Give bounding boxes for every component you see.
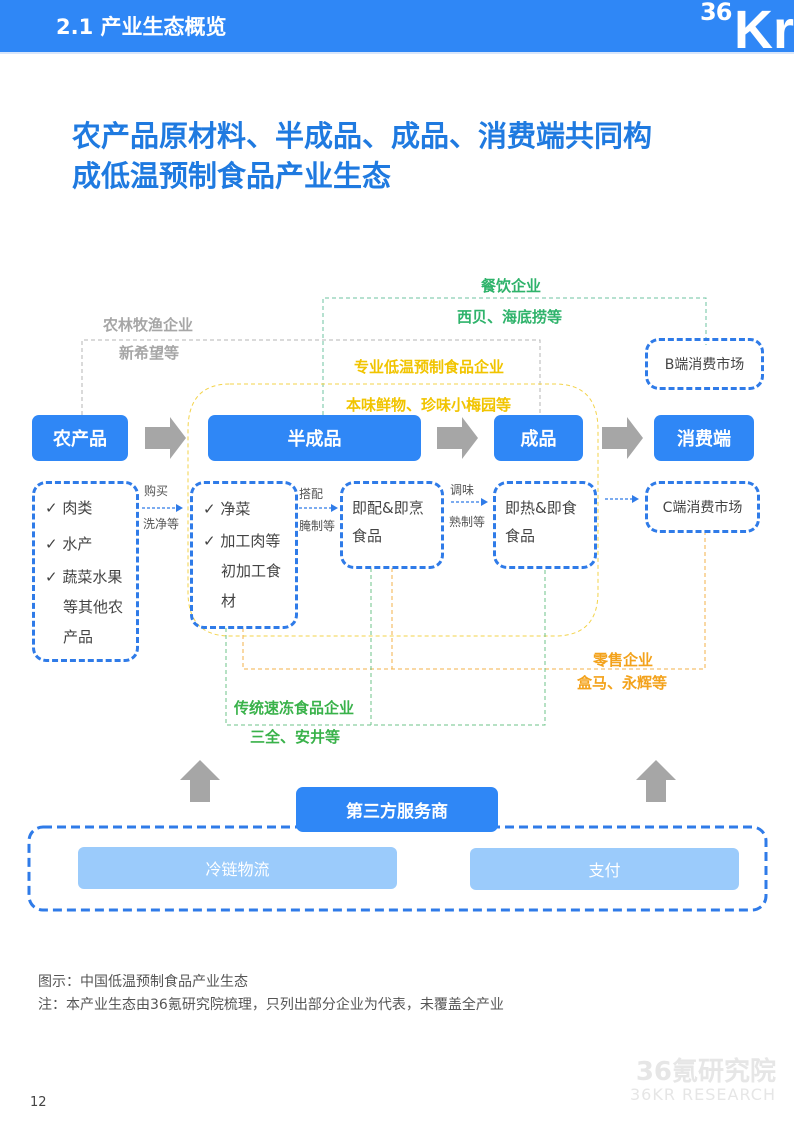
section-header-bar: 2.1 产业生态概览 36 Kr	[0, 0, 794, 57]
semi-item-processed-meat: ✓ 加工肉等	[203, 532, 281, 550]
transition-2-bottom: 腌制等	[299, 519, 336, 533]
catering-group-examples: 西贝、海底捞等	[457, 308, 563, 326]
catering-group-outline	[322, 297, 707, 415]
transition-arrow-1	[142, 504, 183, 512]
page-number: 12	[30, 1095, 47, 1110]
arrow-semi-to-finished	[437, 417, 478, 459]
stage-consumer: 消费端	[654, 415, 754, 461]
transition-1-top: 购买	[144, 484, 169, 498]
transition-1-bottom: 洗净等	[143, 517, 180, 531]
specialist-group-examples: 本味鲜物、珍味小梅园等	[346, 396, 512, 414]
figure-caption: 图示：中国低温预制食品产业生态	[38, 974, 248, 990]
ready-to-eat-line-2: 食品	[505, 527, 536, 545]
semi-item-cont-1: 初加工食	[221, 562, 282, 580]
frozen-group-title: 传统速冻食品企业	[234, 699, 355, 717]
36kr-research-watermark: 36氪研究院 36KR RESEARCH	[630, 1058, 776, 1104]
service-cold-chain: 冷链物流	[78, 847, 397, 889]
up-arrow-left	[180, 760, 220, 802]
up-arrow-right	[636, 760, 676, 802]
transition-arrow-2	[299, 504, 338, 512]
headline-line-1: 农产品原材料、半成品、成品、消费端共同构	[72, 119, 653, 153]
ready-to-cook-line-1: 即配&即烹	[352, 499, 424, 517]
catering-group-title: 餐饮企业	[481, 277, 542, 295]
agri-item-produce-cont-1: 等其他农	[63, 598, 124, 616]
watermark-en: 36KR RESEARCH	[629, 1085, 776, 1104]
ready-to-eat-box: 即热&即食 食品	[493, 481, 597, 569]
logo-36: 36	[700, 0, 732, 26]
transition-arrow-3	[451, 498, 488, 506]
ready-to-cook-line-2: 食品	[352, 527, 383, 545]
transition-arrow-4	[605, 495, 639, 503]
stage-semi-finished: 半成品	[208, 415, 421, 461]
headline-line-2: 成低温预制食品产业生态	[72, 159, 392, 193]
semi-item-cont-2: 材	[221, 592, 237, 610]
page-headline: 农产品原材料、半成品、成品、消费端共同构 成低温预制食品产业生态	[72, 116, 752, 196]
retail-group-examples: 盒马、永辉等	[577, 674, 668, 692]
frozen-group-examples: 三全、安井等	[250, 728, 341, 746]
stage-finished: 成品	[494, 415, 583, 461]
watermark-cn: 36氪研究院	[635, 1057, 776, 1087]
retail-group-title: 零售企业	[593, 651, 654, 669]
transition-3-bottom: 熟制等	[449, 515, 486, 529]
agri-item-seafood: ✓ 水产	[45, 535, 93, 553]
agri-item-meat: ✓ 肉类	[45, 499, 93, 517]
semi-item-prepped-veg: ✓ 净菜	[203, 500, 251, 518]
agri-products-box: ✓ 肉类 ✓ 水产 ✓ 蔬菜水果 等其他农 产品	[32, 481, 139, 662]
logo-kr: Kr	[734, 0, 794, 60]
b-market-box: B端消费市场	[645, 338, 764, 390]
specialist-group-title: 专业低温预制食品企业	[354, 358, 505, 376]
specialist-group-outline	[187, 383, 599, 637]
section-title: 2.1 产业生态概览	[56, 15, 227, 39]
stage-agri-products: 农产品	[32, 415, 128, 461]
agri-item-produce-cont-2: 产品	[63, 628, 94, 646]
service-payment: 支付	[470, 848, 739, 890]
agri-item-produce: ✓ 蔬菜水果	[45, 568, 123, 586]
agri-group-examples: 新希望等	[119, 344, 180, 362]
arrow-finished-to-consumer	[602, 417, 643, 459]
36kr-logo: 36 Kr	[694, 0, 794, 57]
figure-note: 注：本产业生态由36氪研究院梳理，只列出部分企业为代表，未覆盖全产业	[38, 997, 504, 1013]
agri-group-outline	[81, 339, 541, 415]
transition-3-top: 调味	[450, 483, 475, 497]
b-market-label: B端消费市场	[664, 357, 745, 373]
transition-2-top: 搭配	[299, 487, 324, 501]
c-market-box: C端消费市场	[645, 481, 760, 533]
ready-to-eat-line-1: 即热&即食	[505, 499, 577, 517]
semi-basic-box: ✓ 净菜 ✓ 加工肉等 初加工食 材	[190, 481, 298, 629]
c-market-label: C端消费市场	[662, 500, 743, 516]
agri-group-title: 农林牧渔企业	[103, 316, 194, 334]
services-title: 第三方服务商	[296, 787, 498, 832]
ready-to-cook-box: 即配&即烹 食品	[340, 481, 444, 569]
arrow-agri-to-semi	[145, 417, 186, 459]
